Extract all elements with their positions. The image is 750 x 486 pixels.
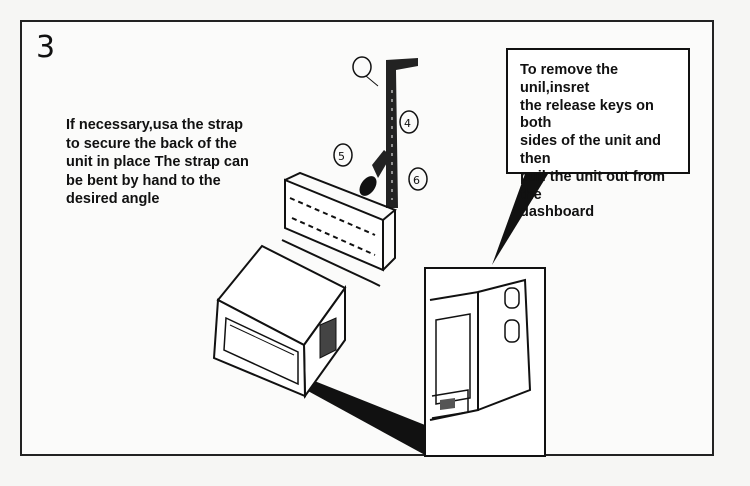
part-callout-circle-top [352, 56, 372, 78]
zoom-wedge [297, 380, 425, 455]
mounting-sleeve [281, 171, 397, 287]
screw [359, 150, 391, 196]
removal-instruction-callout: To remove the unil,insret the release ke… [506, 48, 690, 220]
part-callout-6: 6 [408, 167, 428, 191]
radio-unit [212, 244, 347, 400]
svg-text:5: 5 [338, 150, 345, 163]
release-key [440, 398, 455, 410]
svg-text:6: 6 [413, 174, 420, 187]
part-callout-4: 4 [399, 110, 419, 134]
svg-text:4: 4 [404, 117, 411, 130]
mounting-strap [386, 58, 418, 208]
zoom-inset [424, 267, 546, 457]
part-callout-5: 5 [333, 143, 353, 167]
step-number: 3 [36, 30, 56, 65]
callout-pointer [492, 174, 548, 265]
strap-instruction-text: If necessary,usa the strap to secure the… [66, 117, 249, 207]
